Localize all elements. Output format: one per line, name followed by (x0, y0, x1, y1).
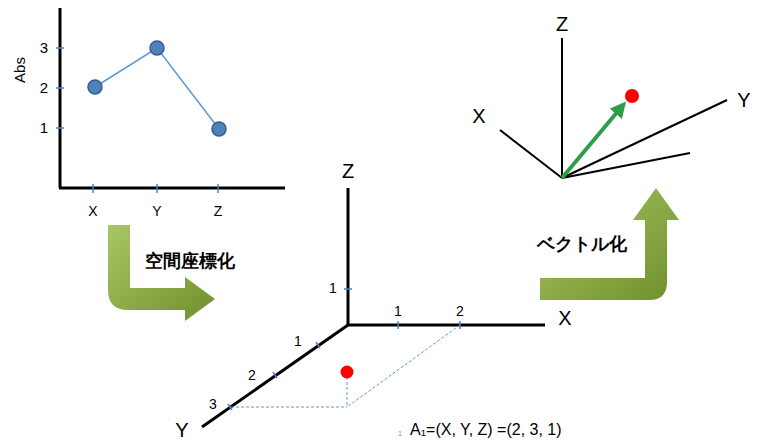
guide-line (231, 407, 347, 408)
tick-label: 2 (456, 304, 464, 319)
tick-label: 2 (248, 368, 256, 383)
tick-mark (273, 372, 277, 378)
category-label: X (88, 204, 97, 219)
z-axis (561, 38, 563, 178)
process-arrow (108, 225, 215, 321)
coordinate-space (202, 188, 545, 427)
tick-label: 3 (40, 40, 48, 57)
axis-label: X (472, 105, 485, 127)
axis-label: Y (175, 419, 188, 441)
tick-mark (92, 184, 94, 193)
axis-label: Z (556, 13, 568, 35)
y-axis (202, 325, 348, 427)
tick-label: 3 (209, 397, 217, 412)
tick-label: 1 (40, 120, 48, 137)
tick-mark (156, 184, 158, 193)
category-label: Y (152, 204, 161, 219)
tick-mark (56, 127, 64, 129)
data-point (212, 122, 226, 136)
tick-label: 1 (294, 334, 302, 349)
tick-mark (344, 288, 352, 290)
line-chart (56, 8, 285, 193)
coordinate-note: A₁=(X, Y, Z) =(2, 3, 1) (410, 421, 562, 439)
x-axis (346, 324, 545, 327)
y-axis (59, 8, 62, 188)
step-label: ベクトル化 (537, 235, 627, 255)
tick-mark (316, 342, 320, 348)
point-marker (625, 89, 639, 103)
axis-title: Abs (12, 57, 29, 83)
tick-mark (56, 87, 64, 89)
data-line (95, 48, 219, 129)
data-point (88, 80, 102, 94)
guide-line (347, 325, 460, 407)
tick-label: 2 (40, 80, 48, 97)
axis-label: X (558, 307, 571, 329)
footnote-marker: 1 (398, 430, 402, 439)
tick-label: 1 (329, 281, 337, 296)
tick-label: 1 (394, 304, 402, 319)
tick-mark (56, 47, 64, 49)
x-axis (500, 130, 562, 178)
y-axis (562, 100, 727, 178)
tick-mark (397, 321, 399, 329)
z-axis (347, 188, 350, 326)
axis-label: Y (737, 89, 750, 111)
point-marker (341, 366, 354, 379)
category-label: Z (214, 204, 223, 219)
axis-label: Z (342, 160, 354, 182)
tick-mark (217, 184, 219, 193)
vector-space (500, 38, 727, 178)
vector-arrow (562, 104, 624, 178)
step-label: 空間座標化 (145, 252, 235, 272)
data-point (150, 41, 164, 55)
